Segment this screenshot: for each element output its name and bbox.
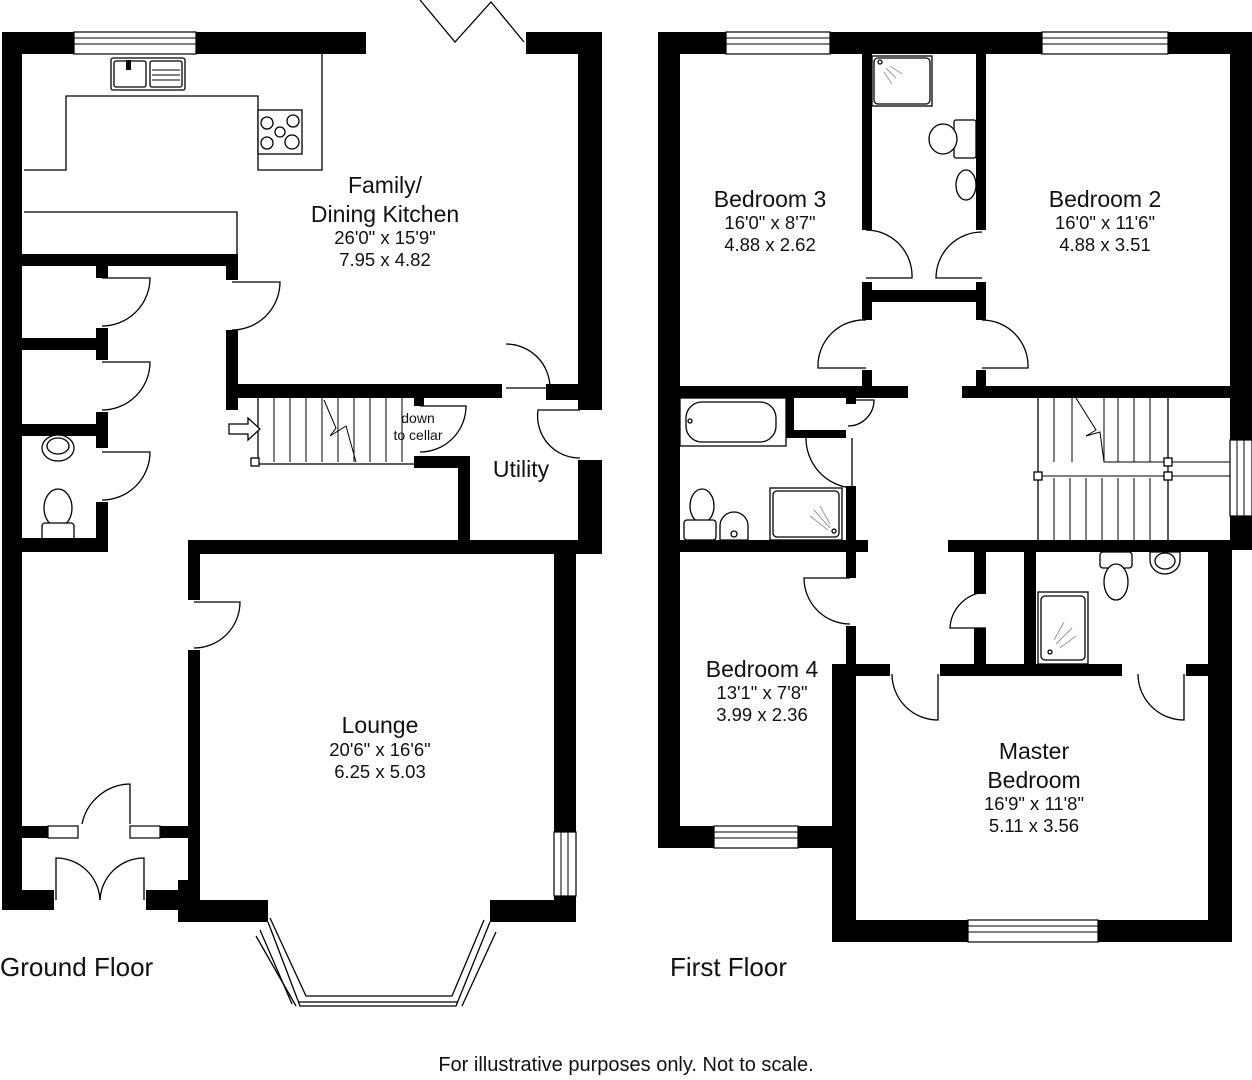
door-icon <box>81 783 131 825</box>
window-icon <box>725 31 831 55</box>
door-icon <box>505 343 551 389</box>
basin-icon <box>719 511 749 541</box>
door-icon <box>193 601 241 649</box>
door-icon <box>536 409 581 459</box>
basin-icon <box>41 434 75 462</box>
bay-window-icon <box>255 917 497 1007</box>
toilet-icon <box>683 488 717 541</box>
stairs-annotation-line1: down <box>401 410 435 426</box>
room-label-utility: Utility <box>492 456 550 482</box>
room-name: Bedroom 3 <box>713 186 827 212</box>
room-dimensions-imperial: 16'0" x 11'6" <box>1054 212 1156 233</box>
stairs-annotation-line2: to cellar <box>393 426 443 443</box>
bifold-door-icon <box>419 0 525 43</box>
floor-label-first: First Floor <box>670 952 787 982</box>
door-icon <box>891 673 939 721</box>
door-icon <box>231 281 281 331</box>
door-icon <box>817 319 867 369</box>
room-label-bedroom-2: Bedroom 2 16'0" x 11'6" 4.88 x 3.51 <box>1010 188 1200 254</box>
room-dimensions-metric: 4.88 x 3.51 <box>1059 233 1151 255</box>
room-name: Dining Kitchen <box>310 201 460 227</box>
door-icon <box>805 437 853 489</box>
bath-icon <box>679 397 787 447</box>
shower-icon <box>769 487 843 541</box>
room-name: Bedroom <box>987 767 1081 793</box>
room-name: Bedroom 2 <box>1048 186 1162 212</box>
room-dimensions-metric: 3.99 x 2.36 <box>716 703 808 725</box>
room-dimensions-imperial: 16'0" x 8'7" <box>724 212 816 233</box>
room-dimensions-imperial: 16'9" x 11'8" <box>983 793 1085 814</box>
room-name: Bedroom 4 <box>705 656 819 682</box>
door-icon <box>981 319 1029 369</box>
door-icon <box>803 577 851 625</box>
basin-icon <box>955 169 977 201</box>
window-icon <box>967 919 1099 943</box>
door-icon <box>935 231 983 279</box>
door-icon <box>949 591 987 629</box>
door-icon <box>847 399 875 427</box>
window-icon <box>73 31 197 55</box>
window-icon <box>129 825 161 839</box>
door-icon <box>101 277 151 327</box>
room-label-bedroom-4: Bedroom 4 13'1" x 7'8" 3.99 x 2.36 <box>682 658 842 724</box>
window-icon <box>47 825 79 839</box>
room-label-bedroom-3: Bedroom 3 16'0" x 8'7" 4.88 x 2.62 <box>680 188 860 254</box>
toilet-icon <box>41 488 75 541</box>
floor-label-ground: Ground Floor <box>0 952 154 982</box>
basin-icon <box>1149 551 1181 575</box>
room-name: Master <box>998 738 1070 764</box>
door-icon <box>865 229 913 279</box>
door-icon <box>419 405 467 453</box>
first-floor-plan <box>658 31 1252 943</box>
toilet-icon <box>1099 551 1133 601</box>
room-dimensions-metric: 5.11 x 3.56 <box>988 814 1080 836</box>
door-icon <box>101 361 151 411</box>
room-dimensions-metric: 6.25 x 5.03 <box>334 760 426 782</box>
arrow-right-icon <box>228 416 261 442</box>
room-label-family-dining-kitchen: Family/ Dining Kitchen 26'0" x 15'9" 7.9… <box>270 174 500 269</box>
room-dimensions-metric: 7.95 x 4.82 <box>339 248 431 270</box>
room-label-lounge: Lounge 20'6" x 16'6" 6.25 x 5.03 <box>280 714 480 781</box>
window-icon <box>1229 439 1252 517</box>
stairs-annotation: down to cellar <box>376 410 460 444</box>
hob-icon <box>257 109 303 155</box>
room-name: Lounge <box>341 712 419 738</box>
room-dimensions-imperial: 13'1" x 7'8" <box>716 682 808 703</box>
room-dimensions-metric: 4.88 x 2.62 <box>724 233 816 255</box>
ground-floor-plan <box>2 0 602 1007</box>
toilet-icon <box>928 119 977 159</box>
room-dimensions-imperial: 26'0" x 15'9" <box>334 227 436 248</box>
shower-icon <box>1037 591 1089 665</box>
shower-icon <box>871 55 933 107</box>
disclaimer-note: For illustrative purposes only. Not to s… <box>438 1054 814 1076</box>
sink-icon <box>110 57 186 91</box>
window-icon <box>553 831 577 897</box>
room-label-master-bedroom: Master Bedroom 16'9" x 11'8" 5.11 x 3.56 <box>936 740 1132 835</box>
room-name: Family/ <box>347 172 423 198</box>
room-dimensions-imperial: 20'6" x 16'6" <box>329 739 431 760</box>
window-icon <box>1041 31 1169 55</box>
double-door-icon <box>55 857 145 901</box>
window-icon <box>713 825 799 849</box>
door-icon <box>1137 673 1185 721</box>
door-icon <box>101 451 151 501</box>
stairs-icon <box>1033 397 1230 540</box>
